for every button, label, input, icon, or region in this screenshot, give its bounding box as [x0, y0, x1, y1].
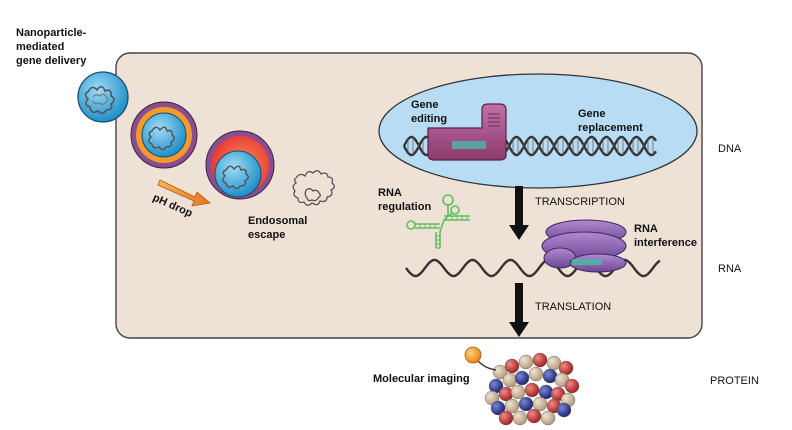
- rna-interference-line2: interference: [634, 237, 697, 249]
- protein-residue: [504, 358, 520, 374]
- endosome-late: [205, 130, 275, 200]
- rna-interference-complex: [541, 219, 627, 273]
- translation-arrow: [509, 283, 529, 337]
- protein-residue: [564, 378, 580, 394]
- protein-residue: [518, 396, 534, 412]
- rna-interference-line1: RNA: [634, 223, 658, 235]
- endosomal-escape-line1: Endosomal: [248, 215, 307, 227]
- protein-residue: [514, 370, 530, 386]
- protein-residue: [556, 402, 572, 418]
- delivery-label-line3: gene delivery: [16, 55, 87, 67]
- transcription-label: TRANSCRIPTION: [535, 196, 625, 208]
- protein-residue: [510, 384, 526, 400]
- gene-editing-line1: Gene: [411, 99, 439, 111]
- ph-drop-arrow: [157, 179, 211, 207]
- protein-residue: [532, 396, 548, 412]
- rna-regulation-line2: regulation: [378, 201, 431, 213]
- protein-residue: [526, 408, 542, 424]
- protein-residue: [490, 400, 506, 416]
- imaging-agent: [464, 346, 497, 371]
- protein-residue: [528, 366, 544, 382]
- protein-residue: [504, 398, 520, 414]
- rna-regulation-line1: RNA: [378, 187, 402, 199]
- nanoparticle: [77, 71, 129, 123]
- protein-residue: [512, 410, 528, 426]
- gene-editing-complex: [427, 103, 507, 161]
- nucleus: [378, 73, 698, 189]
- dna-level-label: DNA: [718, 143, 742, 155]
- rna-level-label: RNA: [718, 263, 742, 275]
- protein-residue: [518, 354, 534, 370]
- gene-replacement-line2: replacement: [578, 122, 643, 134]
- protein-residue: [524, 382, 540, 398]
- delivery-label-line2: mediated: [16, 41, 64, 53]
- protein-residue: [502, 372, 518, 388]
- protein-level-label: PROTEIN: [710, 375, 759, 387]
- transcription-arrow: [509, 186, 529, 240]
- endosome-early: [130, 101, 198, 169]
- gene-replacement-line1: Gene: [578, 108, 606, 120]
- gene-editing-line2: editing: [411, 113, 447, 125]
- protein-residue: [540, 410, 556, 426]
- molecular-imaging-label: Molecular imaging: [373, 373, 470, 385]
- protein-cluster: [484, 352, 580, 426]
- protein-residue: [532, 352, 548, 368]
- endosomal-escape-line2: escape: [248, 229, 285, 241]
- translation-label: TRANSLATION: [535, 301, 611, 313]
- protein-residue: [492, 364, 508, 380]
- released-nucleic-acid: [292, 170, 335, 206]
- delivery-label-line1: Nanoparticle-: [16, 27, 87, 39]
- rna-regulation-structure: [406, 194, 470, 249]
- protein-residue: [498, 410, 514, 426]
